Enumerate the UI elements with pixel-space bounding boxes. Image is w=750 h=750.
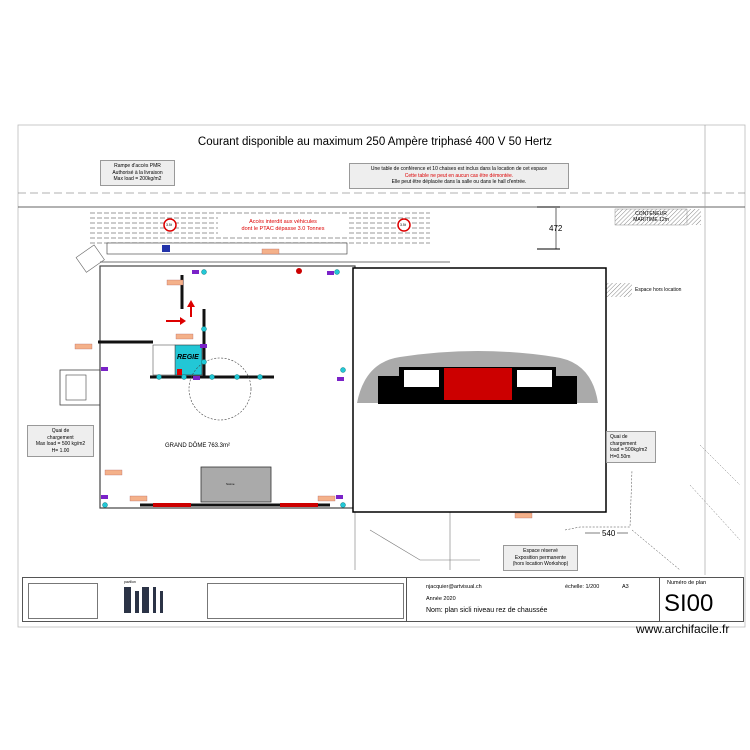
power-outlets	[102, 269, 346, 508]
vehicle-access-warning: Accès interdit aux véhicules dont le PTA…	[218, 217, 348, 234]
scale: échelle: 1/200	[565, 584, 600, 590]
table-note: Une table de conférence et 10 chaises es…	[349, 163, 569, 189]
note-line: Une table de conférence et 10 chaises es…	[370, 166, 548, 172]
red-barrier	[280, 503, 318, 507]
plan-number: SI00	[664, 590, 714, 617]
plan-number-label: Numéro de plan	[667, 580, 707, 586]
note-line: H=0.50m	[610, 453, 631, 460]
sign-label: 3.5t	[166, 223, 172, 227]
note-warning: Cette table ne peut en aucun cas être dé…	[404, 172, 514, 179]
hatched-legend-swatch	[606, 283, 632, 297]
title-block-comment-box	[207, 583, 404, 619]
note-line: MARITIME 12m	[633, 217, 669, 223]
divider	[406, 577, 407, 622]
note-line: CONTENEUR	[635, 211, 667, 217]
note-line: Max load = 500 kg/m2	[35, 441, 86, 447]
stage	[200, 466, 272, 503]
wheelchair-icon	[162, 245, 170, 252]
purple-markers	[101, 270, 344, 499]
stage-label: Scène	[226, 482, 235, 486]
plan-name: Nom: plan sicli niveau rez de chaussée	[426, 607, 548, 614]
dimension-472: 472	[549, 224, 563, 233]
note-line: Quai de	[51, 428, 70, 434]
room-name: GRAND DÔME 763.3m²	[165, 443, 231, 449]
note-line: Quai de	[610, 434, 628, 440]
plan-title: Courant disponible au maximum 250 Ampère…	[197, 136, 553, 148]
fire-extinguisher-icon	[296, 268, 302, 274]
watermark: www.archifacile.fr	[636, 622, 730, 636]
note-line: Elle peut être déplacée dans la salle ou…	[391, 179, 527, 185]
note-line: Authorisé à la livraison	[112, 169, 163, 176]
brand-small: pavillon	[124, 580, 136, 584]
red-barrier	[153, 503, 191, 507]
sign-label: 3.5t	[400, 223, 406, 227]
note-line: dont le PTAC dépasse 3.0 Tonnes	[241, 225, 325, 232]
note-line: Accès interdit aux véhicules	[249, 219, 317, 225]
title-block	[22, 577, 744, 622]
dimension-540: 540	[600, 529, 618, 538]
dome-section-red-block	[444, 368, 512, 400]
note-line: chargement	[610, 440, 637, 447]
dome-circle	[188, 357, 252, 421]
note-line: Espace réservé	[523, 548, 558, 554]
author-email: njacquier@artvisual.ch	[426, 584, 482, 590]
title-block-empty-box	[28, 583, 98, 619]
note-line: (hors location Workshop)	[512, 561, 569, 567]
container-label: CONTENEUR MARITIME 12m	[620, 211, 682, 223]
note-line: Exposition permanente	[514, 554, 567, 561]
weight-limit-sign-icon	[397, 218, 411, 232]
circuit-tags	[74, 248, 533, 519]
storage-room	[152, 344, 176, 376]
arrow-up-icon	[187, 300, 195, 317]
regie-label: REGIE	[177, 354, 199, 361]
legend-out-label: Espace hors location	[635, 287, 682, 293]
ramp-note: Rampe d'accès PMR Authorisé à la livrais…	[100, 160, 175, 186]
sheet-border	[17, 124, 746, 628]
pmr-ramp	[106, 242, 348, 255]
reserved-space-note: Espace réservé Exposition permanente (ho…	[503, 545, 578, 571]
note-line: H= 1.00	[51, 447, 70, 454]
arrow-right-icon	[166, 317, 186, 325]
weight-limit-sign-icon	[163, 218, 177, 232]
note-line: Rampe d'accès PMR	[114, 163, 161, 169]
dock-right-note: Quai de chargement load = 500kg/m2 H=0.5…	[606, 431, 656, 463]
year: Année 2020	[426, 596, 456, 602]
divider	[659, 577, 660, 622]
note-line: Max load = 200kg/m2	[113, 176, 162, 182]
sicli-logo	[124, 587, 163, 613]
paper-size: A3	[622, 584, 629, 590]
dock-left-note: Quai de chargement Max load = 500 kg/m2 …	[27, 425, 94, 457]
note-line: load = 500kg/m2	[610, 447, 648, 453]
note-line: chargement	[47, 434, 74, 441]
